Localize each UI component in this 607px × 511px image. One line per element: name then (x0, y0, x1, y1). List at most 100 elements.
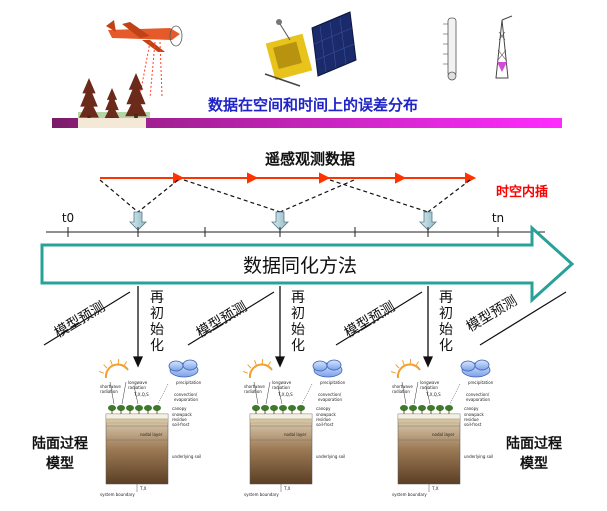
sun-icon (390, 359, 421, 379)
longwave-label: longwave (272, 380, 292, 385)
cloud-icon (168, 359, 199, 378)
reinit-label-3: 再 初 始 化 (439, 290, 453, 354)
soil-frost-label: soil-frost (464, 422, 482, 427)
longwave-label: longwave (128, 380, 148, 385)
thermometer-icon (443, 17, 457, 81)
flux-label: T,X,Q,S (133, 392, 149, 397)
soil-frost-label: soil-frost (316, 422, 334, 427)
predict-label-2: 模型预测 (194, 299, 250, 342)
nodal-layer-label: nodal layer (284, 432, 307, 437)
system-boundary-label: system boundary (392, 492, 427, 497)
error-bar-highlight (78, 118, 146, 128)
land-model-diagram-1: shortwaveradiationlongwaveradiationpreci… (98, 359, 202, 497)
canopy-icon (108, 405, 161, 414)
residue-label: residue (172, 417, 187, 422)
shortwave-label-2: radiation (100, 389, 118, 394)
svg-text:化: 化 (291, 338, 305, 354)
nodal-layer-label: nodal layer (140, 432, 163, 437)
sun-icon (98, 359, 129, 379)
precipitation-label: precipitation (320, 380, 346, 385)
underlying-soil-label: underlying soil (316, 454, 345, 459)
svg-text:化: 化 (439, 338, 453, 354)
canopy-label: canopy (464, 406, 479, 411)
svg-text:始: 始 (150, 322, 164, 338)
soil-column (249, 413, 313, 485)
svg-text:初: 初 (291, 305, 305, 322)
precipitation-label: precipitation (176, 380, 202, 385)
snowpack-label: snowpack (316, 412, 337, 417)
svg-text:初: 初 (150, 305, 164, 322)
convection-label: convection/ (318, 392, 342, 397)
sun-icon (242, 359, 273, 379)
shortwave-label: shortwave (244, 384, 265, 389)
cloud-icon (460, 359, 491, 378)
timeline-start-label: t0 (62, 211, 74, 225)
land-model-right-label-2: 模型 (520, 455, 548, 472)
injection-arrows (129, 211, 437, 231)
convection-label-2: evaporation (466, 397, 490, 402)
cloud-icon (312, 359, 343, 378)
system-boundary-label: system boundary (100, 492, 135, 497)
svg-text:化: 化 (150, 338, 164, 354)
land-model-left-label-1: 陆面过程 (32, 435, 88, 452)
timeline (46, 227, 545, 237)
reinit-label-1: 再 初 始 化 (150, 290, 164, 354)
residue-label: residue (316, 417, 331, 422)
forest-icon (78, 73, 150, 122)
error-distribution-bar (52, 118, 562, 128)
flux-label: T,X,Q,S (425, 392, 441, 397)
convection-label: convection/ (466, 392, 490, 397)
land-model-left-label-2: 模型 (46, 455, 74, 472)
svg-text:再: 再 (439, 290, 453, 306)
land-model-diagram-3: shortwaveradiationlongwaveradiationpreci… (390, 359, 494, 497)
svg-text:初: 初 (439, 305, 453, 322)
land-model-diagram-2: shortwaveradiationlongwaveradiationpreci… (242, 359, 346, 497)
svg-text:再: 再 (291, 290, 305, 306)
longwave-label-2: radiation (420, 385, 438, 390)
tx-label: T,X (283, 486, 291, 491)
snowpack-label: snowpack (172, 412, 193, 417)
predict-label-4: 模型预测 (464, 293, 520, 336)
underlying-soil-label: underlying soil (172, 454, 201, 459)
canopy-icon (400, 405, 453, 414)
canopy-label: canopy (316, 406, 331, 411)
canopy-icon (252, 405, 305, 414)
reinit-arrows (132, 286, 434, 368)
weather-tower-icon (495, 15, 513, 79)
remote-sensing-label: 遥感观测数据 (265, 150, 355, 168)
soil-column (105, 413, 169, 485)
longwave-label: longwave (420, 380, 440, 385)
airplane-icon (106, 20, 183, 99)
tx-label: T,X (431, 486, 439, 491)
svg-text:再: 再 (150, 290, 164, 306)
prediction-lines (43, 291, 567, 346)
error-distribution-title: 数据在空间和时间上的误差分布 (208, 96, 418, 114)
land-model-right-label-1: 陆面过程 (506, 435, 562, 452)
soil-frost-label: soil-frost (172, 422, 190, 427)
precipitation-label: precipitation (468, 380, 494, 385)
svg-text:始: 始 (291, 322, 305, 338)
predict-label-1: 模型预测 (52, 299, 108, 342)
satellite-icon (264, 11, 357, 87)
interpolation-label: 时空内插 (496, 184, 548, 200)
snowpack-label: snowpack (464, 412, 485, 417)
convection-label: convection/ (174, 392, 198, 397)
shortwave-label-2: radiation (392, 389, 410, 394)
interpolation-dashed-lines (99, 179, 471, 213)
soil-column (397, 413, 461, 485)
reinit-label-2: 再 初 始 化 (291, 290, 305, 354)
convection-label-2: evaporation (174, 397, 198, 402)
tx-label: T,X (139, 486, 147, 491)
assimilation-main-arrow (40, 224, 575, 304)
svg-text:始: 始 (439, 322, 453, 338)
convection-label-2: evaporation (318, 397, 342, 402)
system-boundary-label: system boundary (244, 492, 279, 497)
assimilation-method-label: 数据同化方法 (243, 255, 357, 277)
remote-sensing-arrows (100, 172, 477, 184)
shortwave-label: shortwave (392, 384, 413, 389)
shortwave-label-2: radiation (244, 389, 262, 394)
shortwave-label: shortwave (100, 384, 121, 389)
longwave-label-2: radiation (272, 385, 290, 390)
flux-label: T,X,Q,S (277, 392, 293, 397)
underlying-soil-label: underlying soil (464, 454, 493, 459)
